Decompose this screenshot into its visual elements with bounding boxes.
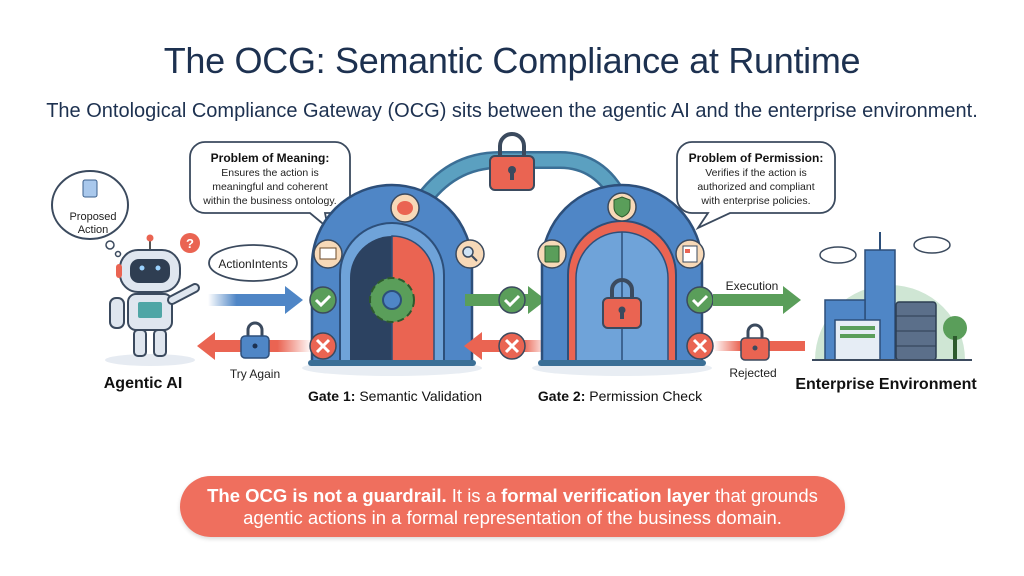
proposed-action-thought-cloud: Proposed Action — [51, 170, 129, 258]
policy-book-lock-icon — [537, 239, 567, 269]
rejected-label: Rejected — [729, 366, 776, 380]
gate-2-label-bold: Gate 2: — [538, 388, 585, 404]
gate-1-semantic-validation — [302, 183, 482, 376]
page-title: The OCG: Semantic Compliance at Runtime — [163, 40, 861, 81]
book-icon — [313, 239, 343, 269]
bubble-line: with enterprise policies. — [700, 195, 810, 207]
question-bubble: ? — [180, 233, 200, 253]
request-arrow — [208, 286, 303, 314]
problem-of-permission-bubble: Problem of Permission: Verifies if the a… — [676, 141, 836, 231]
bubble-title: Problem of Meaning: — [211, 151, 330, 165]
gear-icon — [369, 277, 415, 323]
brain-icon — [390, 193, 420, 223]
banner-text-2: that grounds — [709, 484, 818, 506]
rejected-lock-icon — [740, 323, 770, 361]
gate-2-entry-check-icon — [498, 286, 526, 314]
problem-of-meaning-bubble: Problem of Meaning: Ensures the action i… — [189, 141, 351, 231]
gate-2-label-text: Permission Check — [589, 388, 703, 404]
agentic-ai-label: Agentic AI — [104, 375, 183, 392]
gate-2-entry-x-icon — [498, 332, 526, 360]
execution-arrow — [713, 286, 801, 314]
robot-agent-icon — [105, 234, 200, 366]
bubble-title: Problem of Permission: — [689, 151, 824, 165]
enterprise-city-icon — [812, 232, 972, 361]
banner-line-1: The OCG is not a guardrail. It is a form… — [180, 485, 845, 507]
bubble-line: meaningful and coherent — [212, 181, 328, 193]
magnifier-icon — [455, 239, 485, 269]
bubble-line: authorized and compliant — [697, 181, 814, 193]
bubble-line: Verifies if the action is — [705, 167, 807, 179]
question-mark-icon: ? — [186, 236, 194, 251]
gate-2-reject-x-icon — [686, 332, 714, 360]
try-again-label: Try Again — [230, 367, 280, 381]
banner-bold-1: The OCG is not a guardrail. — [207, 484, 447, 506]
banner-line-2: agentic actions in a formal representati… — [243, 506, 782, 528]
bubble-line: within the business ontology. — [202, 195, 336, 207]
gate-2-pass-check-icon — [686, 286, 714, 314]
gate-2-lock-icon — [602, 278, 642, 329]
gate-1-label: Gate 1: Semantic Validation — [308, 388, 482, 404]
banner-bold-2: formal verification layer — [501, 484, 710, 506]
lock-icon — [240, 321, 270, 359]
gate-1-reject-x-icon — [309, 332, 337, 360]
gate-1-label-bold: Gate 1: — [308, 388, 355, 404]
key-message-banner: The OCG is not a guardrail. It is a form… — [180, 476, 845, 537]
bubble-line: Ensures the action is — [221, 167, 318, 179]
policy-document-icon — [675, 239, 705, 269]
banner-text-1: It is a — [446, 484, 502, 506]
thought-line: Proposed — [69, 211, 116, 223]
thought-line: Action — [78, 224, 109, 236]
document-pencil-icon — [82, 179, 98, 198]
central-lock-icon — [489, 132, 535, 191]
gate-2-label: Gate 2: Permission Check — [538, 388, 703, 404]
gate-1-label-text: Semantic Validation — [359, 388, 482, 404]
page-subtitle: The Ontological Compliance Gateway (OCG)… — [46, 100, 978, 122]
gate-1-pass-check-icon — [309, 286, 337, 314]
shield-check-icon — [607, 192, 637, 222]
action-intents-cloud: ActionIntents — [208, 244, 298, 282]
enterprise-environment-label: Enterprise Environment — [795, 376, 977, 393]
action-intents-label: ActionIntents — [218, 257, 287, 271]
execution-label: Execution — [726, 279, 779, 293]
